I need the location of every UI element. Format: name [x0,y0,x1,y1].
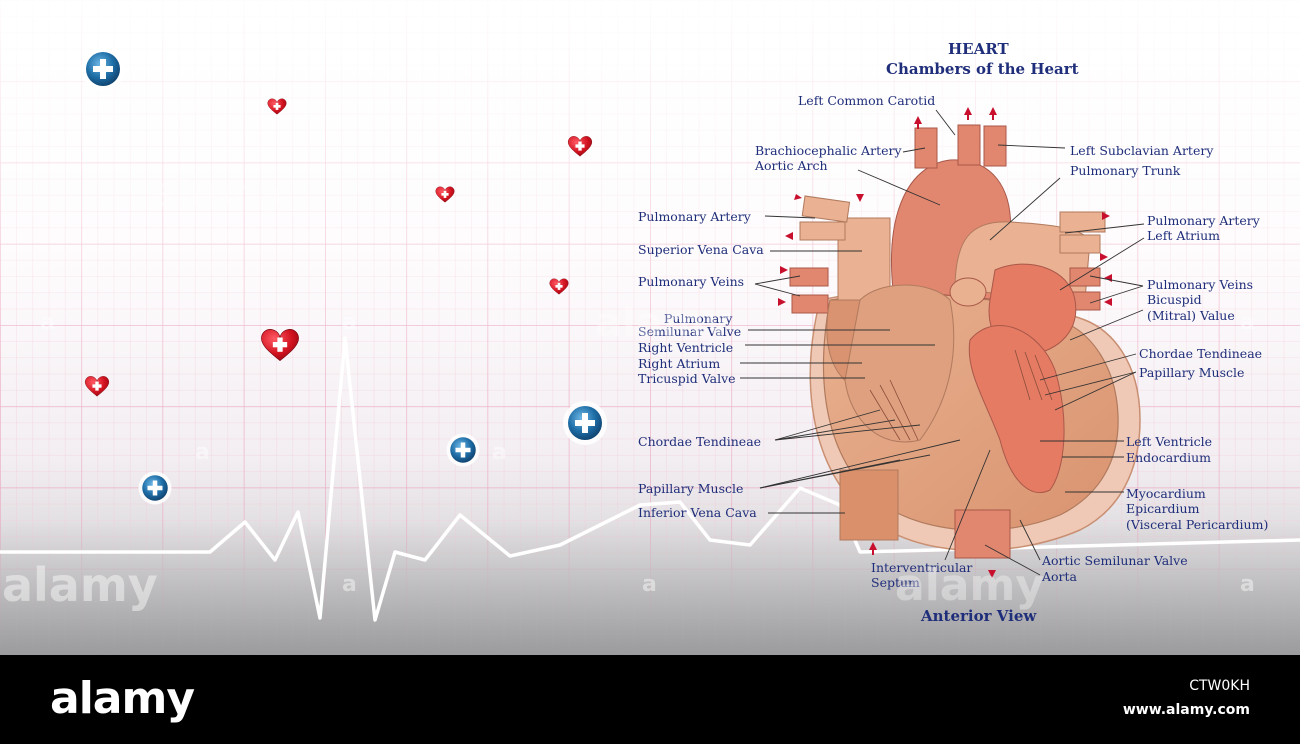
label-interventricular-1: Interventricular [871,560,973,575]
watermark-mark: a [642,572,657,597]
label-left-common-carotid: Left Common Carotid [798,93,936,108]
label-interventricular-2: Septum [871,575,920,590]
watermark-mark: a [195,440,210,465]
watermark-mark: a [1240,572,1255,597]
label-myocardium: Myocardium [1126,486,1206,501]
label-aortic-semilunar-valve: Aortic Semilunar Valve [1042,553,1188,568]
label-chordae-tendineae-right: Chordae Tendineae [1139,346,1263,361]
watermark: alamy [150,170,286,216]
diagram-subtitle: Chambers of the Heart [886,60,1079,78]
label-right-atrium: Right Atrium [638,356,721,371]
label-inferior-vena-cava: Inferior Vena Cava [638,505,757,520]
label-pulmonary-veins-left: Pulmonary Veins [638,274,745,289]
watermark: alamy [595,300,731,346]
watermark: alamy [895,560,1044,611]
watermark-mark: a [40,310,55,335]
watermark-mark: a [342,572,357,597]
label-pulmonary-artery-right: Pulmonary Artery [1147,213,1260,228]
image-id: CTW0KH [1189,678,1250,694]
footer-bar: alamy CTW0KH www.alamy.com [0,655,1300,744]
label-right-ventricle: Right Ventricle [638,340,734,355]
watermark-mark: a [342,310,357,335]
label-endocardium: Endocardium [1126,450,1212,465]
label-tricuspid-valve: Tricuspid Valve [638,371,736,386]
label-aortic-arch: Aortic Arch [755,158,828,173]
label-left-atrium: Left Atrium [1147,228,1221,243]
watermark-mark: a [492,440,507,465]
watermark: alamy [2,558,158,612]
label-left-ventricle: Left Ventricle [1126,434,1213,449]
label-pulmonary-artery-left: Pulmonary Artery [638,209,751,224]
label-brachiocephalic-artery: Brachiocephalic Artery [755,143,902,158]
label-pulmonary-veins-right: Pulmonary Veins [1147,277,1254,292]
label-epicardium: Epicardium [1126,501,1200,516]
label-aorta: Aorta [1042,569,1078,584]
heart-illustration [740,107,1145,578]
view-label: Anterior View [921,607,1037,625]
label-visceral-pericardium: (Visceral Pericardium) [1126,517,1269,532]
label-bicuspid-2: (Mitral) Value [1147,308,1235,323]
watermark-mark: a [1240,310,1255,335]
label-left-subclavian-artery: Left Subclavian Artery [1070,143,1214,158]
illustration-stage: HEART Chambers of the Heart Anterior Vie… [0,0,1300,655]
ecg-waveform [0,0,1300,655]
label-chordae-tendineae-left: Chordae Tendineae [638,434,762,449]
label-pulmonary-semilunar-1: Pulmonary [664,311,733,326]
label-superior-vena-cava: Superior Vena Cava [638,242,764,257]
footer-url: www.alamy.com [1122,702,1250,718]
diagram-title: HEART [948,40,1009,58]
label-pulmonary-semilunar-2: Semilunar Valve [638,324,742,339]
label-bicuspid-1: Bicuspid [1147,292,1202,307]
footer-logo: alamy [50,673,195,724]
label-pulmonary-trunk: Pulmonary Trunk [1070,163,1181,178]
label-papillary-muscle-right: Papillary Muscle [1139,365,1245,380]
label-papillary-muscle-left: Papillary Muscle [638,481,744,496]
ecg-line [0,336,1300,622]
